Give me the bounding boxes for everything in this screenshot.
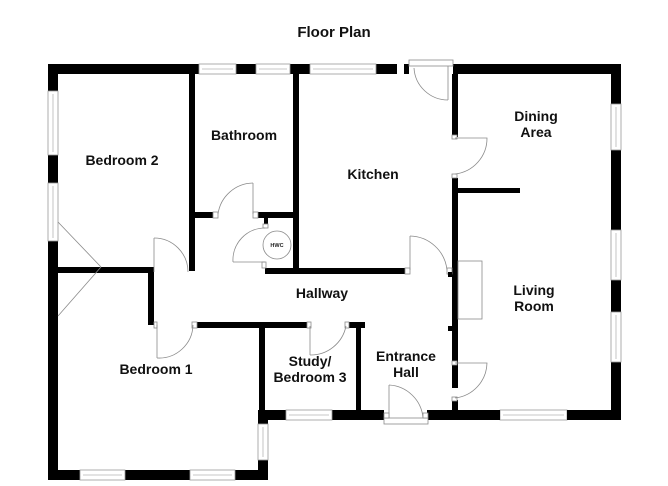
room-label-bedroom-1: Bedroom 1 <box>106 361 206 377</box>
room-label-entrance-hall: Entrance Hall <box>356 348 456 380</box>
room-label-study: Study/ Bedroom 3 <box>260 353 360 385</box>
room-name: Bedroom 1 <box>119 361 193 377</box>
living-bottom-window <box>458 409 621 421</box>
room-label-living-room: Living Room <box>484 282 584 314</box>
room-name-line-2: Hall <box>393 364 419 380</box>
plan-title: Floor Plan <box>297 24 371 41</box>
room-label-bedroom-2: Bedroom 2 <box>72 152 172 168</box>
doors <box>57 59 488 425</box>
room-label-dining-area: Dining Area <box>486 108 586 140</box>
hot-water-cylinder: HWC <box>262 230 292 260</box>
room-name-line-1: Study/ <box>288 353 332 369</box>
room-label-kitchen: Kitchen <box>323 166 423 182</box>
room-name-line-2: Area <box>520 124 552 140</box>
room-name-line-1: Living <box>513 282 555 298</box>
room-name: Kitchen <box>347 166 399 182</box>
room-name-line-2: Room <box>514 298 554 314</box>
fireplace <box>457 260 483 320</box>
room-name-line-1: Entrance <box>376 348 436 364</box>
room-name-line-1: Dining <box>514 108 558 124</box>
room-name-line-2: Bedroom 3 <box>273 369 347 385</box>
room-name: Hallway <box>295 285 349 301</box>
windows <box>47 63 622 481</box>
hwc-label: HWC <box>270 243 283 249</box>
interior-walls <box>58 74 520 416</box>
room-label-bathroom: Bathroom <box>194 127 294 143</box>
room-name: Bathroom <box>210 127 278 143</box>
room-name: Bedroom 2 <box>85 152 159 168</box>
room-label-hallway: Hallway <box>272 285 372 301</box>
